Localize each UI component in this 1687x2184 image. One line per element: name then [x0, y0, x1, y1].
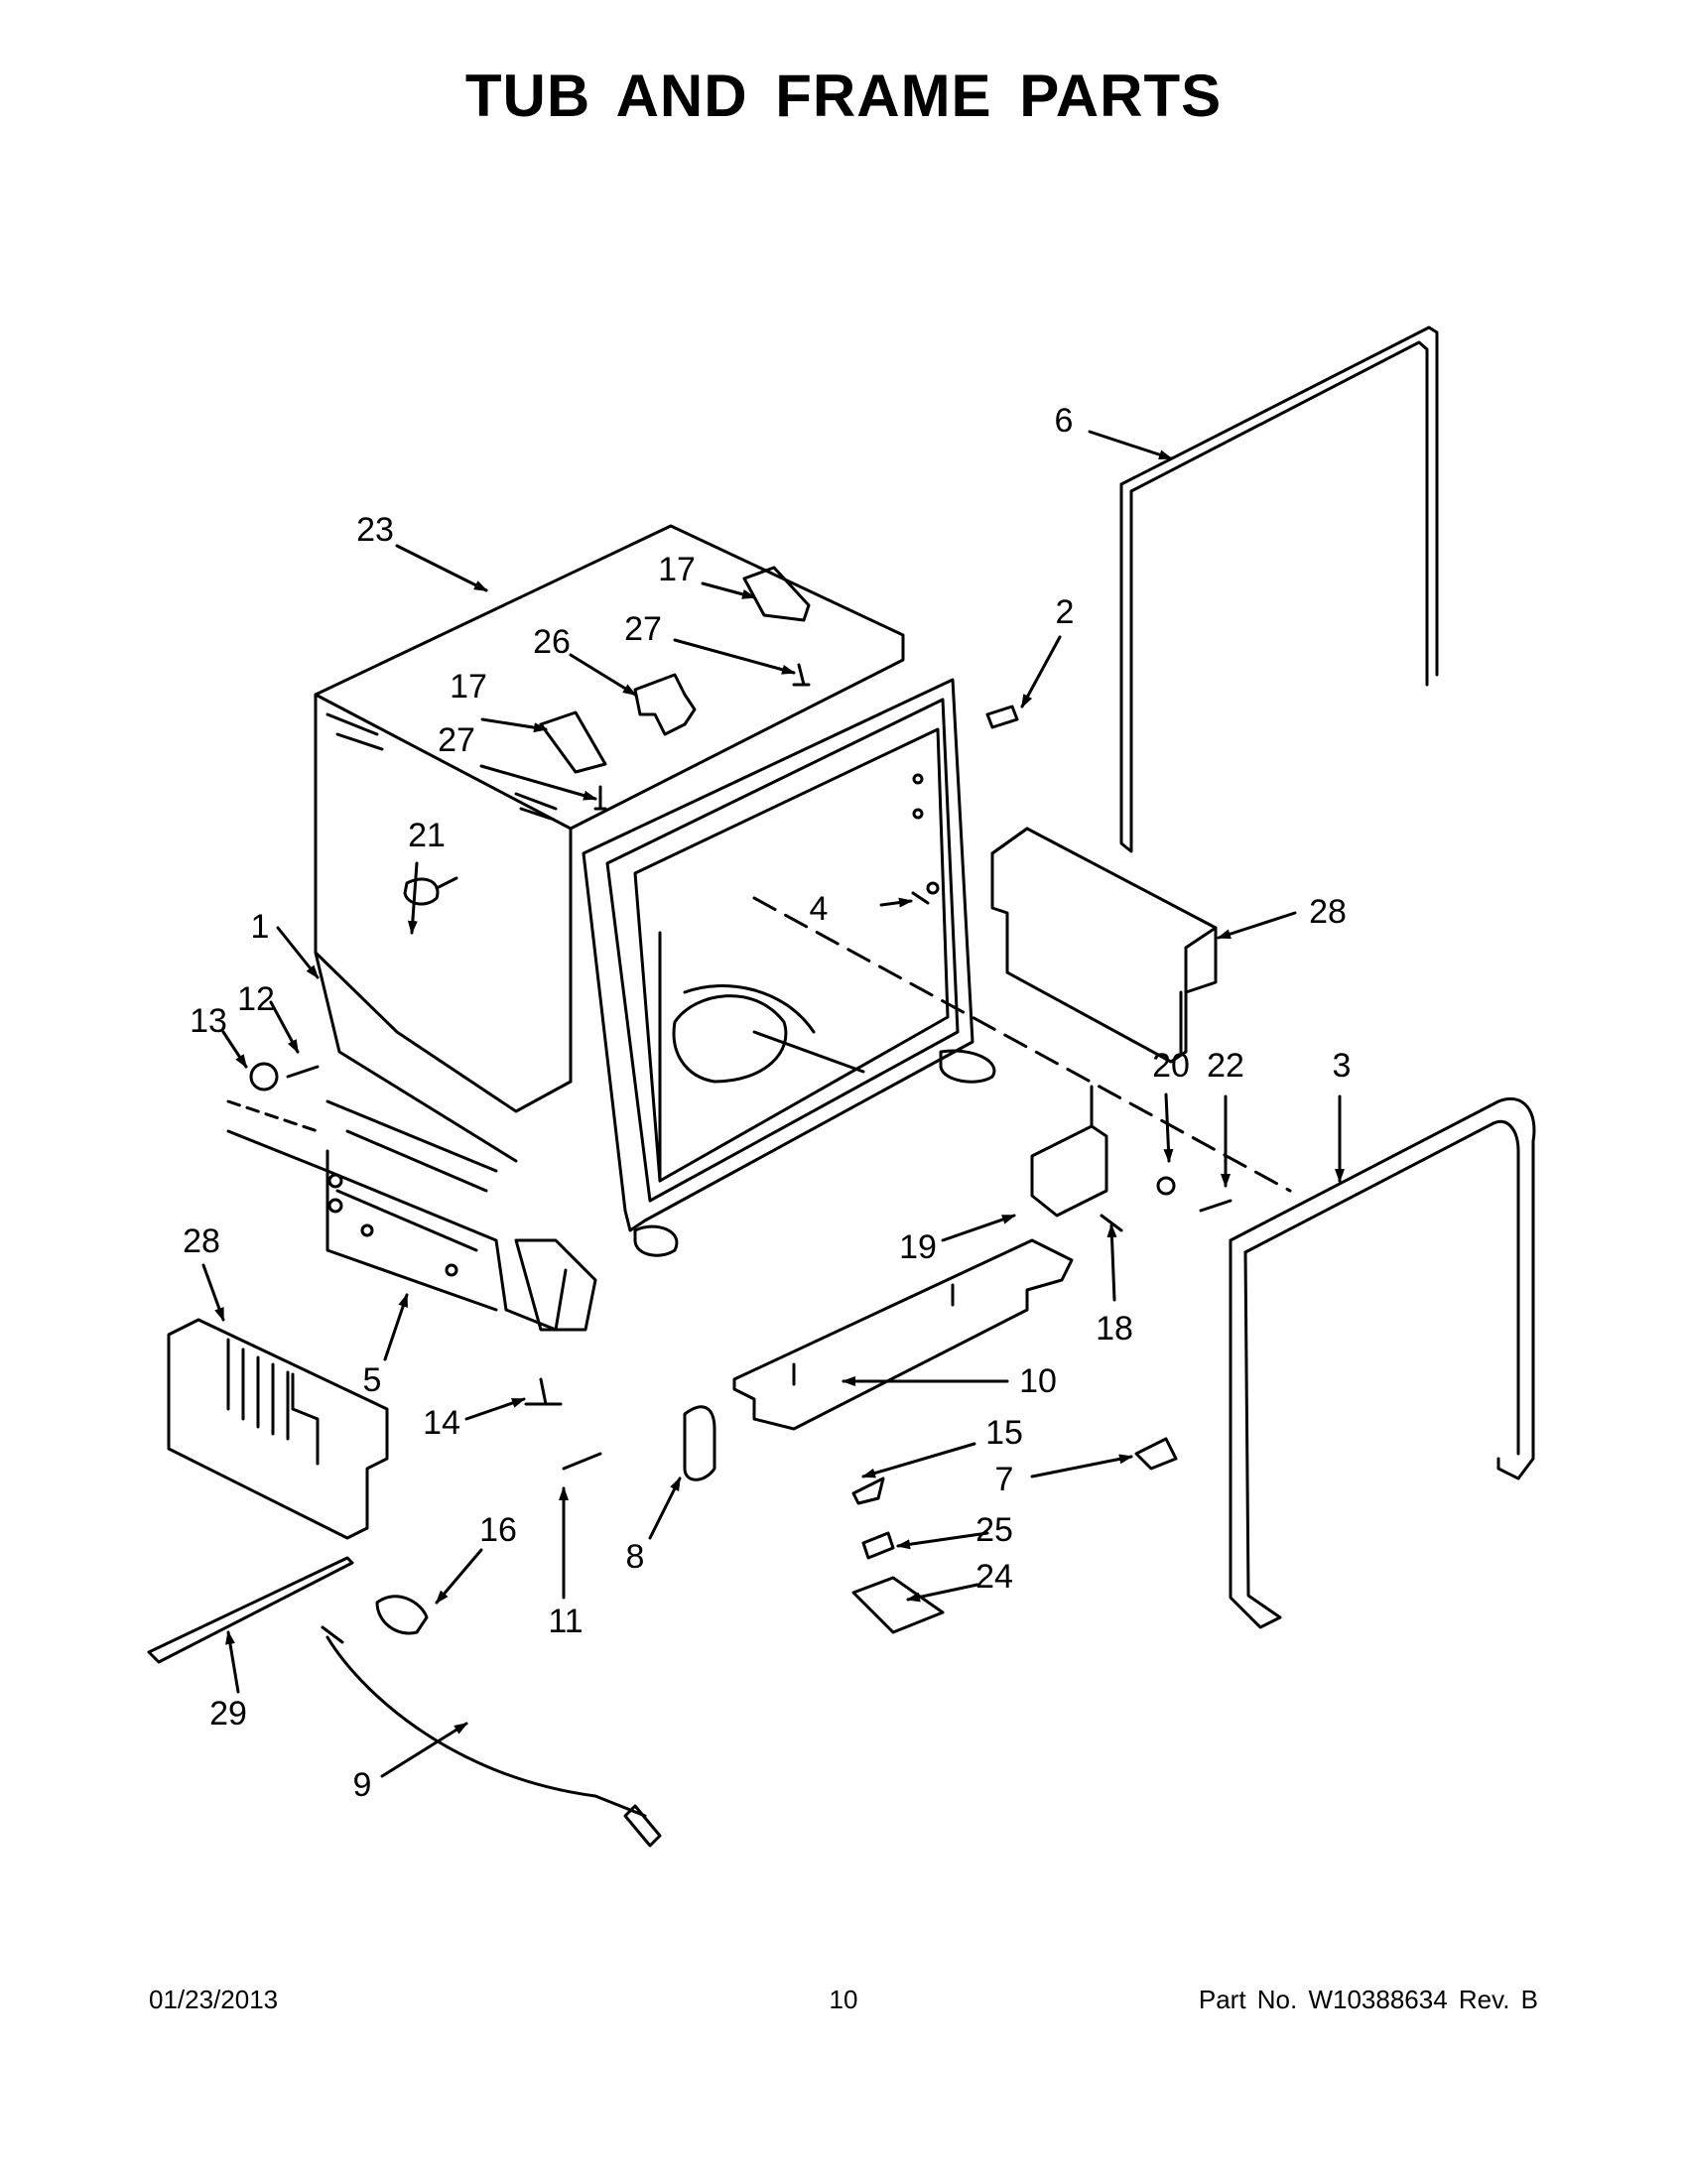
callout-17-left: 17: [450, 668, 487, 706]
callout-29: 29: [209, 1695, 247, 1733]
callout-14: 14: [423, 1404, 460, 1442]
callout-26: 26: [533, 623, 571, 661]
callout-10: 10: [1019, 1362, 1057, 1400]
callout-15: 15: [985, 1414, 1023, 1452]
callout-25: 25: [975, 1511, 1013, 1549]
callout-27-left: 27: [438, 721, 475, 759]
shield-plate: [732, 1238, 1074, 1431]
page-title: TUB AND FRAME PARTS: [464, 63, 1223, 129]
callout-labels: 1 2 3 4 5 6 7 8 9 10 11 12 13 14 15 16 1…: [183, 402, 1351, 1804]
callout-23: 23: [356, 511, 394, 549]
callout-28-left: 28: [183, 1222, 220, 1260]
leader-lines: [201, 430, 1345, 1778]
callout-19: 19: [899, 1228, 937, 1266]
callout-20: 20: [1152, 1047, 1190, 1085]
callout-2: 2: [1056, 593, 1075, 631]
callout-22: 22: [1207, 1047, 1244, 1085]
callout-21: 21: [408, 817, 446, 854]
callout-17-top: 17: [658, 551, 696, 588]
callout-12: 12: [237, 980, 275, 1018]
tub-assembly: [226, 524, 1292, 1332]
callout-18: 18: [1096, 1310, 1133, 1348]
callout-7: 7: [995, 1461, 1014, 1498]
footer-page-number: 10: [829, 1985, 858, 2014]
callout-16: 16: [479, 1511, 517, 1549]
callout-5: 5: [363, 1361, 382, 1399]
callout-4: 4: [810, 890, 829, 928]
callout-11: 11: [548, 1603, 583, 1640]
brace-left: [167, 1318, 389, 1540]
callout-24: 24: [975, 1558, 1013, 1596]
bracket-19: [1030, 1085, 1108, 1218]
callout-28-right: 28: [1309, 893, 1347, 931]
door-gasket: [1119, 325, 1439, 853]
callout-9: 9: [353, 1766, 372, 1804]
brace-right: [990, 827, 1218, 1064]
small-parts: [147, 566, 1233, 1848]
callout-13: 13: [190, 1002, 227, 1040]
callout-1: 1: [251, 908, 270, 946]
footer-part-number: Part No. W10388634 Rev. B: [1198, 1985, 1538, 2014]
footer-date: 01/23/2013: [149, 1985, 279, 2014]
callout-6: 6: [1055, 402, 1074, 440]
callout-27-top: 27: [624, 610, 662, 648]
tub-seal: [1229, 1096, 1536, 1629]
callout-3: 3: [1333, 1047, 1352, 1085]
callout-8: 8: [626, 1538, 645, 1576]
